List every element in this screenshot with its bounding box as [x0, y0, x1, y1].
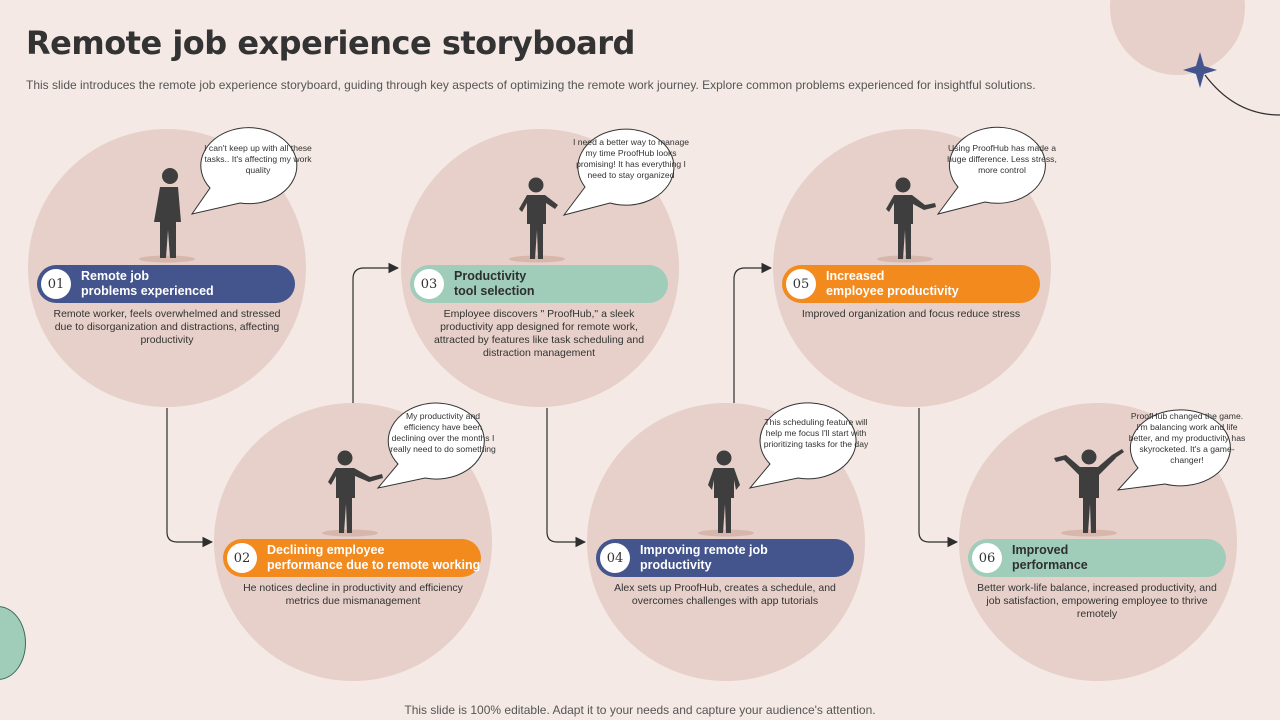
- decorative-curve: [1204, 74, 1280, 116]
- speech-bubble-1: [190, 127, 298, 215]
- person-icon-2: [322, 450, 383, 537]
- speech-bubble-text-5: Using ProofHub has made a huge differenc…: [947, 143, 1057, 175]
- person-icon-4: [698, 450, 754, 537]
- speech-bubble-text-2: My productivity and efficiency have been…: [390, 411, 496, 454]
- step-number-2: 02: [227, 543, 257, 573]
- speech-bubble-text-4: This scheduling feature will help me foc…: [763, 417, 869, 449]
- connector-1-2: [166, 408, 214, 548]
- step-label-5: Increased employee productivity: [826, 269, 959, 298]
- speech-bubble-text-1: I can't keep up with all these tasks.. I…: [204, 143, 312, 175]
- footer-note: This slide is 100% editable. Adapt it to…: [404, 703, 876, 717]
- step-label-1: Remote job problems experienced: [81, 269, 214, 298]
- page-title: Remote job experience storyboard: [26, 24, 635, 62]
- step-description-3: Employee discovers " ProofHub," a sleek …: [433, 308, 645, 359]
- speech-bubble-text-6: ProofHub changed the game. I'm balancing…: [1128, 411, 1246, 465]
- star-icon: [1183, 52, 1217, 88]
- speech-bubble-text-3: I need a better way to manage my time Pr…: [572, 137, 690, 180]
- step-number-4: 04: [600, 543, 630, 573]
- step-description-2: He notices decline in productivity and e…: [243, 582, 463, 607]
- connector-3-4: [546, 408, 587, 548]
- speech-bubble-3: [562, 128, 675, 216]
- person-icon-3: [509, 177, 565, 263]
- step-label-2: Declining employee performance due to re…: [267, 543, 481, 572]
- step-pill-6: 06 Improved performance: [968, 539, 1226, 577]
- step-pill-4: 04 Improving remote job productivity: [596, 539, 854, 577]
- person-icon-1: [139, 168, 195, 263]
- step-label-3: Productivity tool selection: [454, 269, 535, 298]
- connector-5-6: [918, 408, 959, 548]
- step-number-1: 01: [41, 269, 71, 299]
- person-icon-5: [877, 177, 936, 263]
- step-description-1: Remote worker, feels overwhelmed and str…: [53, 308, 281, 346]
- speech-bubble-4: [748, 402, 857, 489]
- step-description-4: Alex sets up ProofHub, creates a schedul…: [614, 582, 836, 607]
- step-pill-5: 05 Increased employee productivity: [782, 265, 1040, 303]
- step-description-5: Improved organization and focus reduce s…: [801, 308, 1021, 320]
- connector-2-3: [352, 262, 400, 403]
- step-number-5: 05: [786, 269, 816, 299]
- person-icon-6: [1054, 449, 1124, 537]
- step-number-6: 06: [972, 543, 1002, 573]
- connector-4-5: [733, 262, 773, 403]
- speech-bubble-5: [936, 126, 1046, 215]
- step-pill-3: 03 Productivity tool selection: [410, 265, 668, 303]
- step-pill-1: 01 Remote job problems experienced: [37, 265, 295, 303]
- step-label-4: Improving remote job productivity: [640, 543, 768, 572]
- speech-bubble-2: [376, 402, 485, 489]
- step-description-6: Better work-life balance, increased prod…: [977, 582, 1217, 620]
- step-label-6: Improved performance: [1012, 543, 1088, 572]
- page-subtitle: This slide introduces the remote job exp…: [26, 78, 1036, 92]
- step-pill-2: 02 Declining employee performance due to…: [223, 539, 481, 577]
- speech-bubble-6: [1116, 409, 1231, 491]
- step-number-3: 03: [414, 269, 444, 299]
